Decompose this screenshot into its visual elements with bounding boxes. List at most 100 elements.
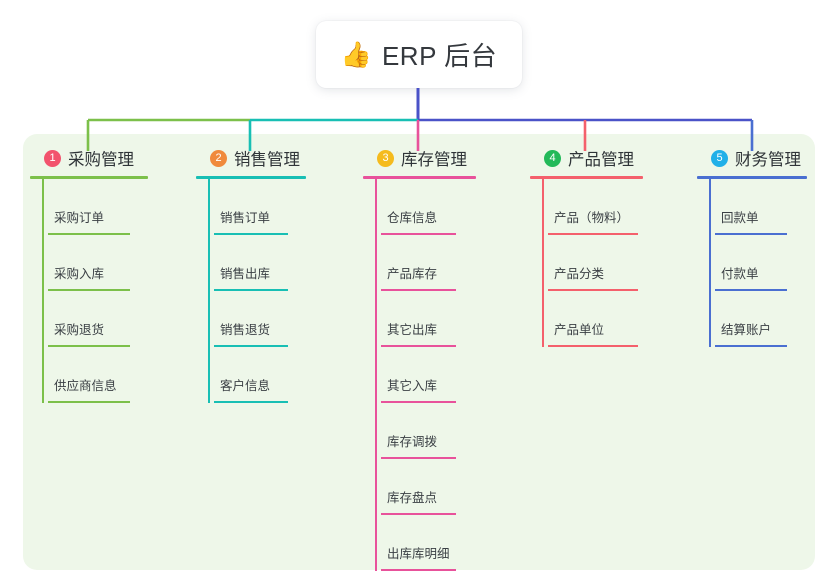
branch-item-label: 供应商信息 [54,378,117,393]
branch-item-label: 采购订单 [54,210,105,225]
branch-number-badge: 5 [711,149,728,167]
branch-column-产品管理: 4 产品管理产品（物料） 产品分类产品单位 [530,146,643,347]
branch-underline [30,176,148,179]
branch-item-underline [48,345,130,347]
branch-item-underline [381,457,456,459]
branch-item-underline [381,513,456,515]
branch-header-财务管理[interactable]: 5 财务管理 [697,146,807,170]
branch-item-underline [48,401,130,403]
branch-title: 库存管理 [401,151,467,169]
branch-item-label: 销售退货 [220,322,271,337]
branch-item-underline [381,233,456,235]
branch-number-badge: 2 [210,149,227,167]
branch-item-underline [48,233,130,235]
branch-item[interactable]: 产品（物料） [530,179,643,235]
branch-item[interactable]: 供应商信息 [30,347,148,403]
branch-item-label: 产品库存 [387,266,438,281]
branch-trunk-line [375,178,377,571]
branch-item[interactable]: 付款单 [697,235,807,291]
branch-item-underline [381,401,456,403]
root-node[interactable]: 👍 ERP 后台 [316,21,522,88]
branch-header-库存管理[interactable]: 3 库存管理 [363,146,476,170]
branch-item-underline [715,233,787,235]
branch-item-underline [214,289,288,291]
branch-number-badge: 3 [377,149,394,167]
branch-trunk-line [208,178,210,403]
branch-item-label: 其它出库 [387,322,438,337]
branch-title: 销售管理 [234,151,300,169]
branch-item[interactable]: 采购退货 [30,291,148,347]
branch-column-销售管理: 2 销售管理销售订单销售出库销售退货客户信息 [196,146,306,403]
branch-item-list: 回款单付款单结算账户 [697,178,807,347]
thumbs-up-icon: 👍 [340,41,372,69]
branch-item-label: 采购退货 [54,322,105,337]
branch-item[interactable]: 仓库信息 [363,179,476,235]
branch-underline [530,176,643,179]
branch-item-label: 产品单位 [554,322,605,337]
branch-item-label: 其它入库 [387,378,438,393]
branch-item[interactable]: 采购入库 [30,235,148,291]
branch-item[interactable]: 库存调拨 [363,403,476,459]
branch-underline [363,176,476,179]
background-panel [23,134,815,570]
branch-item-list: 仓库信息产品库存其它出库其它入库库存调拨库存盘点出库库明细 [363,178,476,571]
branch-number-badge: 4 [544,149,561,167]
branch-item[interactable]: 销售订单 [196,179,306,235]
branch-item-underline [548,345,638,347]
branch-item[interactable]: 产品分类 [530,235,643,291]
branch-item[interactable]: 库存盘点 [363,459,476,515]
branch-header-销售管理[interactable]: 2 销售管理 [196,146,306,170]
branch-trunk-line [709,178,711,347]
branch-column-库存管理: 3 库存管理仓库信息产品库存其它出库其它入库库存调拨库存盘点出库库明细 [363,146,476,571]
branch-item[interactable]: 销售出库 [196,235,306,291]
branch-item-underline [381,345,456,347]
branch-item[interactable]: 结算账户 [697,291,807,347]
branch-item-underline [715,345,787,347]
branch-column-采购管理: 1 采购管理采购订单采购入库采购退货供应商信息 [30,146,148,403]
branch-item-label: 销售出库 [220,266,271,281]
branch-item-label: 销售订单 [220,210,271,225]
branch-item-label: 库存盘点 [387,490,438,505]
branch-item-list: 产品（物料） 产品分类产品单位 [530,178,643,347]
branch-item[interactable]: 产品单位 [530,291,643,347]
branch-item-label: 出库库明细 [387,546,450,561]
branch-item-label: 结算账户 [721,322,772,337]
branch-item-label: 产品分类 [554,266,605,281]
branch-item[interactable]: 采购订单 [30,179,148,235]
branch-column-财务管理: 5 财务管理回款单付款单结算账户 [697,146,807,347]
branch-item-list: 采购订单采购入库采购退货供应商信息 [30,178,148,403]
branch-number-badge: 1 [44,149,61,167]
branch-title: 采购管理 [68,151,134,169]
branch-title: 产品管理 [568,151,634,169]
branch-title: 财务管理 [735,151,801,169]
branch-item-label: 产品（物料） [554,210,630,225]
branch-item-label: 库存调拨 [387,434,438,449]
branch-item-label: 客户信息 [220,378,271,393]
branch-header-产品管理[interactable]: 4 产品管理 [530,146,643,170]
branch-item[interactable]: 出库库明细 [363,515,476,571]
branch-item[interactable]: 其它出库 [363,291,476,347]
branch-trunk-line [42,178,44,403]
branch-item[interactable]: 销售退货 [196,291,306,347]
branch-item-label: 仓库信息 [387,210,438,225]
branch-underline [196,176,306,179]
branch-item-list: 销售订单销售出库销售退货客户信息 [196,178,306,403]
branch-header-采购管理[interactable]: 1 采购管理 [30,146,148,170]
root-title: ERP 后台 [381,41,498,71]
branch-item-underline [214,401,288,403]
branch-item-label: 付款单 [721,266,759,281]
branch-item-underline [548,233,638,235]
branch-item[interactable]: 其它入库 [363,347,476,403]
branch-item-underline [381,569,456,571]
branch-item-underline [381,289,456,291]
branch-item[interactable]: 产品库存 [363,235,476,291]
branch-item-underline [214,345,288,347]
branch-trunk-line [542,178,544,347]
branch-underline [697,176,807,179]
branch-item[interactable]: 回款单 [697,179,807,235]
branch-item[interactable]: 客户信息 [196,347,306,403]
branch-item-underline [48,289,130,291]
branch-item-label: 采购入库 [54,266,105,281]
